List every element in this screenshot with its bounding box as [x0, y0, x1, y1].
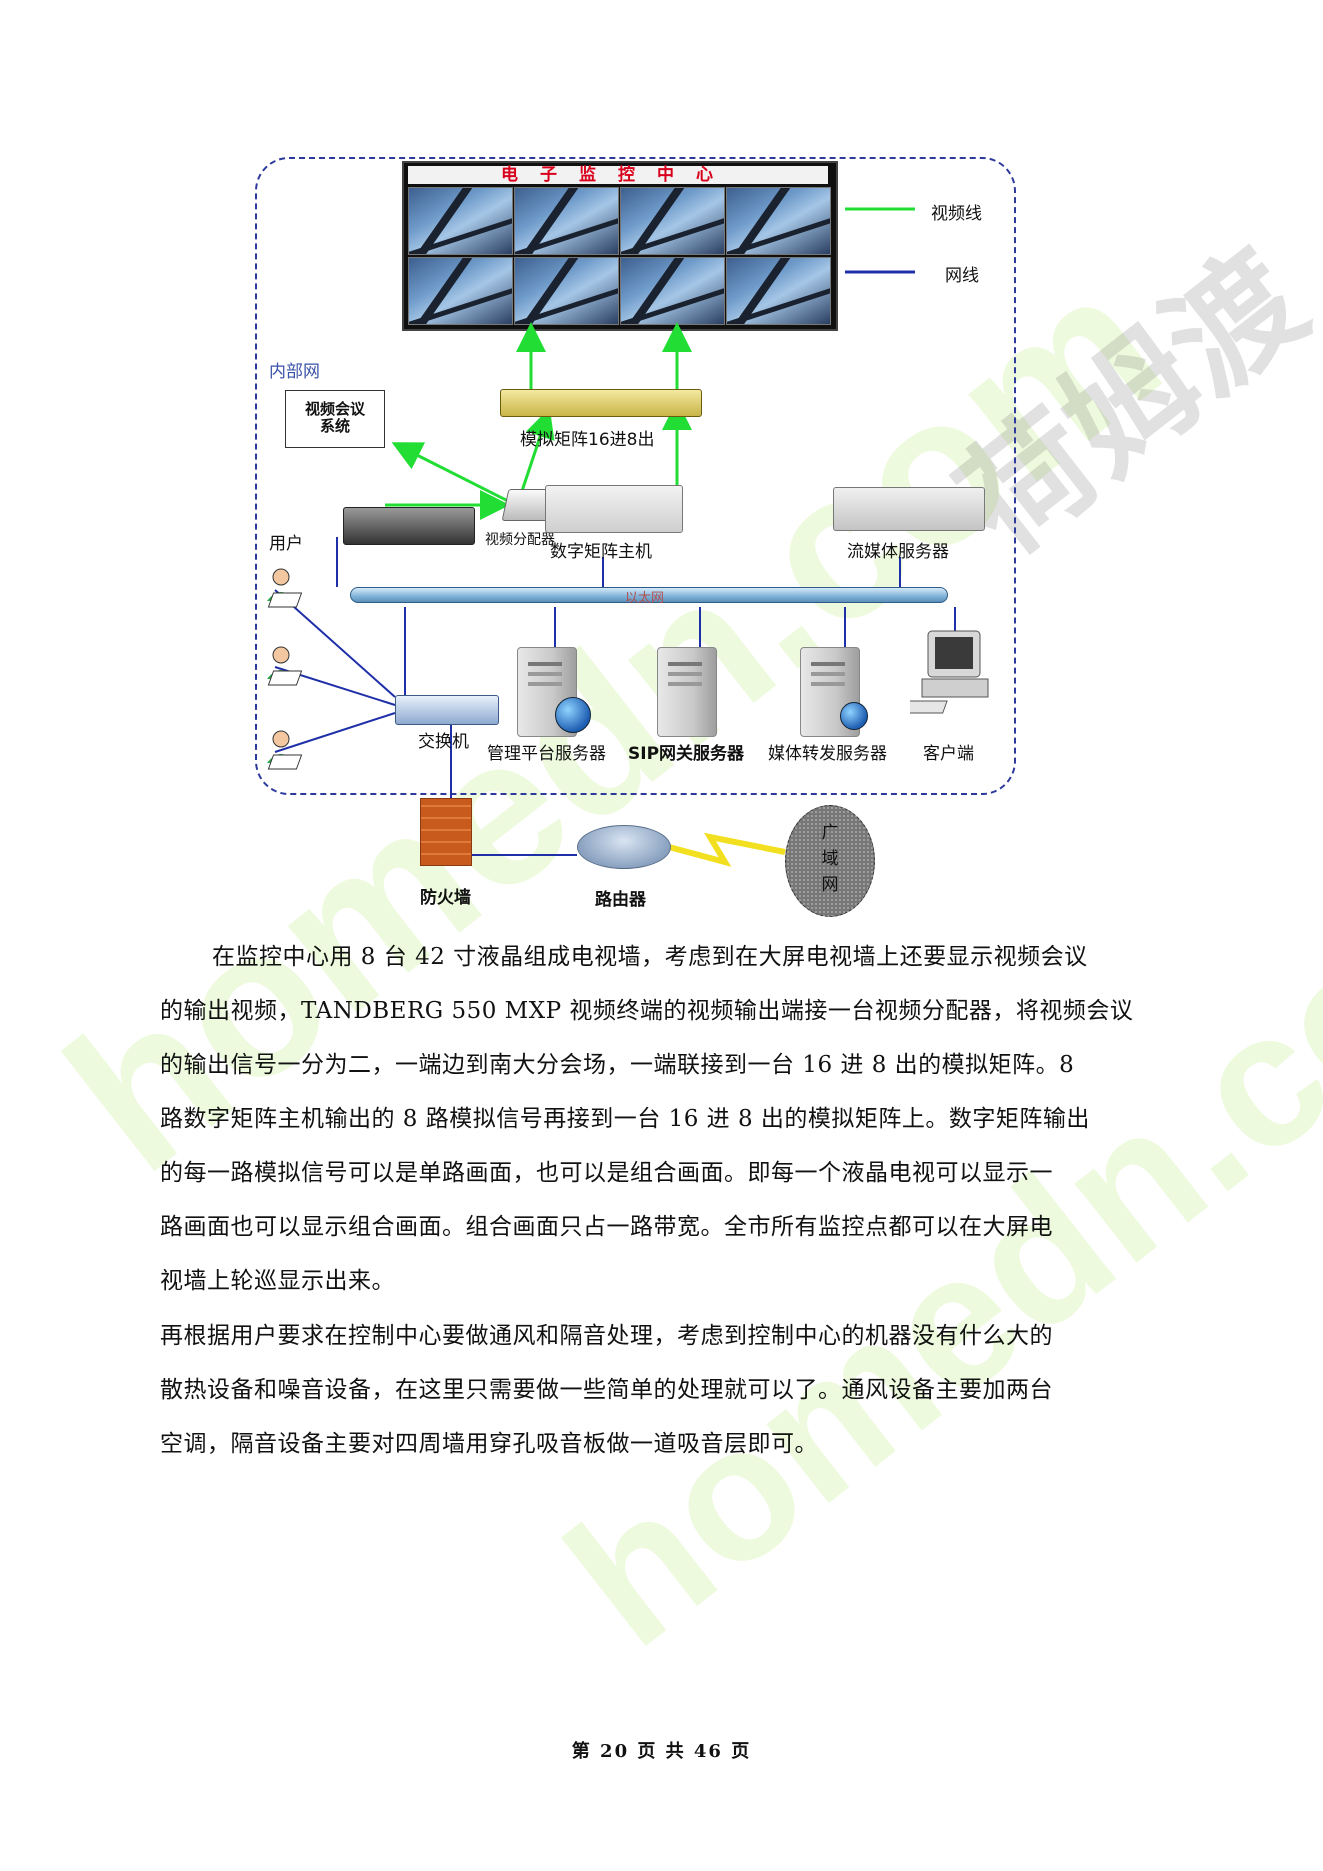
user-icon	[267, 568, 303, 608]
firewall-device	[420, 798, 472, 866]
page-number: 第 20 页 共 46 页	[571, 1741, 752, 1762]
legend-network-label: 网线	[945, 266, 979, 286]
firewall-label: 防火墙	[420, 888, 471, 908]
analog-matrix-label: 模拟矩阵16进8出	[520, 430, 655, 450]
sip-server-device	[657, 647, 717, 737]
paragraph-2: 再根据用户要求在控制中心要做通风和隔音处理，考虑到控制中心的机器没有什么大的 散…	[160, 1309, 1200, 1471]
switch-label: 交换机	[418, 732, 469, 752]
text-line: 空调，隔音设备主要对四周墙用穿孔吸音板做一道吸音层即可。	[160, 1431, 818, 1457]
streaming-server-device	[833, 487, 985, 531]
lightning-link	[668, 832, 786, 867]
network-line	[274, 589, 396, 698]
globe-icon	[840, 702, 868, 730]
router-label: 路由器	[595, 890, 646, 910]
sip-server-label: SIP网关服务器	[628, 744, 745, 764]
digital-matrix-label: 数字矩阵主机	[550, 542, 652, 562]
streaming-server-label: 流媒体服务器	[847, 542, 949, 562]
client-label: 客户端	[923, 744, 974, 764]
mgmt-server-label: 管理平台服务器	[487, 744, 606, 764]
video-conf-system: 视频会议 系统	[285, 390, 385, 448]
user-icon	[267, 646, 303, 686]
ethernet-bus	[350, 587, 948, 603]
users-label: 用户	[269, 534, 303, 554]
lcd-screen	[514, 187, 619, 255]
internal-net-label: 内部网	[269, 362, 320, 382]
legend-video-label: 视频线	[931, 204, 982, 224]
wan-cloud: 广域网	[785, 805, 875, 917]
text-line: 路数字矩阵主机输出的 8 路模拟信号再接到一台 16 进 8 出的模拟矩阵上。数…	[160, 1106, 1090, 1132]
internal-network-boundary	[255, 157, 1016, 795]
media-server-label: 媒体转发服务器	[768, 744, 887, 764]
lcd-screen	[726, 257, 831, 325]
lcd-screen	[514, 257, 619, 325]
network-diagram: 电子监控中心	[255, 157, 1016, 917]
digital-matrix-device	[545, 485, 683, 533]
video-line	[391, 442, 511, 504]
lcd-screen	[408, 187, 513, 255]
text-line: 再根据用户要求在控制中心要做通风和隔音处理，考虑到控制中心的机器没有什么大的	[160, 1323, 1053, 1349]
network-line	[274, 712, 396, 753]
video-wall: 电子监控中心	[402, 161, 838, 331]
video-terminal-device	[343, 507, 475, 545]
paragraph-1: 在监控中心用 8 台 42 寸液晶组成电视墙，考虑到在大屏电视墙上还要显示视频会…	[160, 930, 1200, 1308]
user-icon	[267, 730, 303, 770]
analog-matrix-device	[500, 389, 702, 417]
connection-lines	[274, 207, 956, 867]
router-device	[577, 825, 671, 869]
ethernet-label: 以太网	[625, 591, 665, 606]
lcd-screen	[726, 187, 831, 255]
text-line: 视墙上轮巡显示出来。	[160, 1268, 395, 1294]
client-pc-icon	[910, 630, 989, 714]
text-line: 的每一路模拟信号可以是单路画面，也可以是组合画面。即每一个液晶电视可以显示一	[160, 1160, 1053, 1186]
lcd-screen	[620, 187, 725, 255]
globe-icon	[555, 697, 591, 733]
text-line: 散热设备和噪音设备，在这里只需要做一些简单的处理就可以了。通风设备主要加两台	[160, 1377, 1053, 1403]
lcd-screen	[408, 257, 513, 325]
text-line: 的输出视频，TANDBERG 550 MXP 视频终端的视频输出端接一台视频分配…	[160, 998, 1134, 1024]
text-line: 路画面也可以显示组合画面。组合画面只占一路带宽。全市所有监控点都可以在大屏电	[160, 1214, 1053, 1240]
switch-device	[395, 695, 499, 725]
video-line	[518, 407, 555, 498]
wan-label: 广域网	[821, 823, 839, 895]
text-line: 的输出信号一分为二，一端边到南大分会场，一端联接到一台 16 进 8 出的模拟矩…	[160, 1052, 1075, 1078]
video-splitter-label: 视频分配器	[485, 532, 555, 548]
text-line: 在监控中心用 8 台 42 寸液晶组成电视墙，考虑到在大屏电视墙上还要显示视频会…	[212, 944, 1088, 970]
video-wall-title: 电子监控中心	[408, 166, 828, 184]
video-conf-label: 视频会议 系统	[304, 400, 365, 435]
